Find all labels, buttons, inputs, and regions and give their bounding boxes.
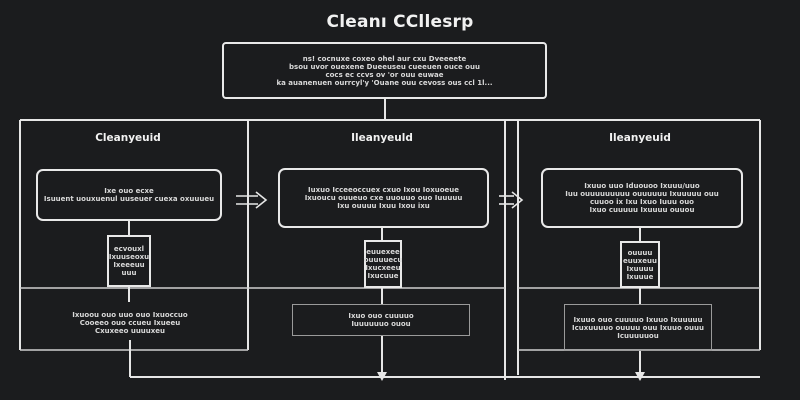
small-box-line: euuexee — [366, 248, 400, 256]
top-box: ns! cocnuxe coxeo ohel aur cxu Dveeeete … — [222, 42, 547, 99]
small-box-line: ecvouxl — [113, 245, 145, 253]
small-box-line: ouuuuecu — [363, 256, 403, 264]
small-box-line: Ixuuuu — [626, 264, 654, 273]
card-line: Ixuoucu ouueuo cxe uuouuo ouo Iuuuuu — [304, 194, 463, 202]
card-line: Iuxuo Icceeoccuex cxuo Ixou Ioxuoeue — [308, 186, 459, 194]
column-1-small-box: ecvouxl Ixuuseoxu Ixeeeuu uuu — [107, 235, 151, 287]
footer-line: Cxuxeeo uuuuxeu — [94, 327, 166, 335]
small-box-line: ouuuu — [627, 248, 653, 257]
column-2-small-box: euuexee ouuuuecu Ixucxeeu Ixucuue — [364, 240, 402, 288]
diagram-title: Cleanı CCllesrp — [326, 12, 474, 32]
column-3-title: Ileanyeuid — [609, 132, 671, 144]
column-1-title: Cleanyeuid — [95, 132, 161, 144]
card-line: Ixuuo uuo Iduouoo Ixuuu/uuo — [584, 182, 700, 190]
small-box-line: Ixuuseoxu — [108, 253, 150, 261]
footer-line: Cooeeo ouo ccueu Ixueeu — [79, 319, 181, 327]
column-3-small-box: ouuuu euuxeuu Ixuuuu Ixuuue — [620, 241, 660, 288]
column-2-title: Ileanyeuld — [351, 132, 413, 144]
small-box-line: Ixeeeuu — [113, 261, 145, 269]
column-3-card: Ixuuo uuo Iduouoo Ixuuu/uuo Iuu ouuuuuuu… — [541, 168, 743, 228]
column-1-footer: Ixuoou ouo uuo ouo Ixuoccuo Cooeeo ouo c… — [40, 306, 220, 340]
top-box-line: ns! cocnuxe coxeo ohel aur cxu Dveeeete — [302, 54, 467, 63]
card-line: Ixe ouo ecxe — [104, 187, 154, 195]
small-box-line: euuxeuu — [623, 256, 657, 265]
small-box-line: Ixucuue — [367, 272, 399, 280]
small-box-line: Ixuuue — [626, 272, 654, 281]
card-line: Iuu ouuuuuuuuu ouuuuuu Ixuuuuu ouu — [565, 190, 719, 198]
footer-line: Ixuuo ouo cuuuuo Ixuuo Ixuuuuu — [573, 315, 703, 324]
card-line: Ixuo cuuuuu Ixuuuu ouuou — [589, 206, 695, 214]
footer-line: Icuuuuuou — [617, 331, 659, 340]
top-box-line: bsou uvor ouexene Dueeuseu cueeuen ouce … — [289, 62, 480, 71]
card-line: cuuoo ix Ixu Ixuo Iuuu ouo — [589, 198, 694, 206]
column-2-card: Iuxuo Icceeoccuex cxuo Ixou Ioxuoeue Ixu… — [278, 168, 489, 228]
column-1-card: Ixe ouo ecxe Isuuent uouxuenul uuseuer c… — [36, 169, 222, 221]
column-3-footer-box: Ixuuo ouo cuuuuo Ixuuo Ixuuuuu Icuxuuuuo… — [564, 304, 712, 351]
footer-line: Iuuuuuuo ouou — [351, 320, 411, 328]
footer-line: Ixuoou ouo uuo ouo Ixuoccuo — [72, 311, 188, 319]
top-box-line: cocs ec ccvs ov 'or ouu euwae — [325, 70, 444, 79]
footer-line: Icuxuuuuo ouuuu ouu Ixuuo ouuu — [572, 323, 704, 332]
column-2-footer-box: Ixuo ouo cuuuuo Iuuuuuuo ouou — [292, 304, 470, 336]
small-box-line: uuu — [121, 269, 137, 277]
card-line: Ixu ouuuu Ixuu Ixou ixu — [337, 202, 430, 210]
top-box-line: ka auanenuen ourrcyl'y 'Ouane ouu cevoss… — [276, 78, 493, 87]
footer-line: Ixuo ouo cuuuuo — [348, 312, 414, 320]
small-box-line: Ixucxeeu — [365, 264, 401, 272]
card-line: Isuuent uouxuenul uuseuer cuexa oxuuueu — [43, 195, 215, 203]
